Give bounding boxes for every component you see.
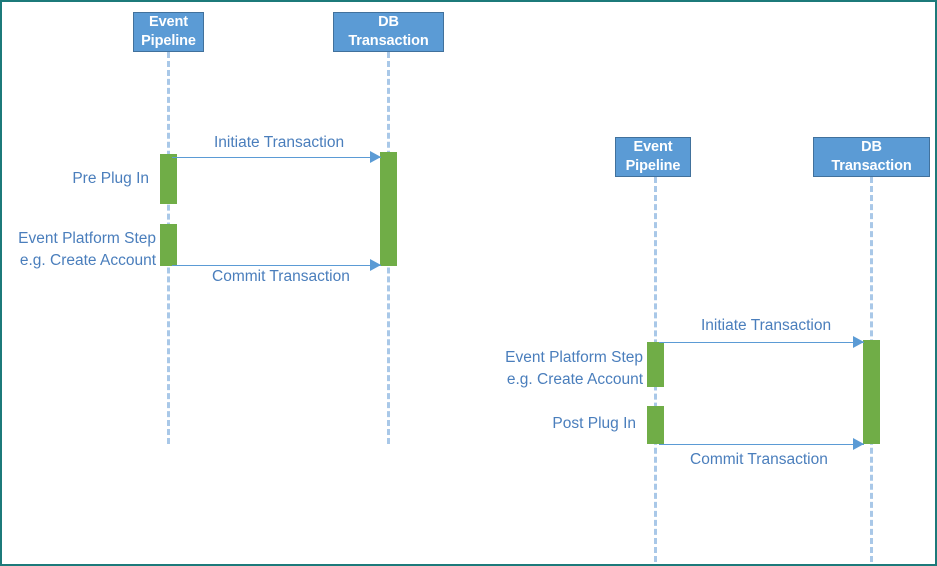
actor-label-line2: Transaction bbox=[348, 33, 429, 49]
activation-bar-pre-plug-in bbox=[160, 154, 177, 204]
message-arrowhead-initiate-transaction-1 bbox=[370, 151, 381, 163]
actor-label-line1: DB bbox=[861, 139, 882, 155]
activation-bar-event-platform-step-2 bbox=[647, 342, 664, 387]
actor-label-line2: Pipeline bbox=[625, 158, 681, 174]
actor-box-event-pipeline-1[interactable]: Event Pipeline bbox=[133, 12, 204, 52]
actor-box-event-pipeline-2[interactable]: Event Pipeline bbox=[615, 137, 691, 177]
activation-bar-post-plug-in bbox=[647, 406, 664, 444]
step-label-line2: e.g. Create Account bbox=[506, 371, 643, 388]
message-arrowhead-commit-transaction-2 bbox=[853, 438, 864, 450]
message-label-commit-transaction-2: Commit Transaction bbox=[690, 451, 828, 468]
message-label-initiate-transaction-1: Initiate Transaction bbox=[214, 134, 345, 151]
step-label-pre-plug-in: Pre Plug In bbox=[2, 168, 149, 190]
step-label-line1: Post Plug In bbox=[552, 415, 636, 432]
actor-label-line1: DB bbox=[378, 14, 399, 30]
activation-bar-event-platform-step-1 bbox=[160, 224, 177, 266]
actor-box-db-transaction-2[interactable]: DB Transaction bbox=[813, 137, 930, 177]
activation-bar-db-transaction-2 bbox=[863, 340, 880, 444]
step-label-line1: Event Platform Step bbox=[18, 230, 156, 247]
step-label-line1: Event Platform Step bbox=[505, 349, 643, 366]
actor-label-line2: Transaction bbox=[831, 158, 912, 174]
step-label-line2: e.g. Create Account bbox=[19, 252, 156, 269]
actor-label-line1: Event bbox=[149, 14, 188, 30]
step-label-event-platform-step-1: Event Platform Step e.g. Create Account bbox=[2, 228, 156, 272]
step-label-event-platform-step-2: Event Platform Step e.g. Create Account bbox=[482, 347, 643, 391]
message-line-commit-transaction-2 bbox=[659, 444, 864, 445]
message-line-commit-transaction-1 bbox=[172, 265, 381, 266]
actor-box-db-transaction-1[interactable]: DB Transaction bbox=[333, 12, 444, 52]
message-line-initiate-transaction-1 bbox=[172, 157, 381, 158]
actor-label-line2: Pipeline bbox=[141, 33, 196, 49]
activation-bar-db-transaction-1 bbox=[380, 152, 397, 266]
message-label-commit-transaction-1: Commit Transaction bbox=[212, 268, 350, 285]
message-label-initiate-transaction-2: Initiate Transaction bbox=[701, 317, 832, 334]
message-arrowhead-initiate-transaction-2 bbox=[853, 336, 864, 348]
step-label-post-plug-in: Post Plug In bbox=[482, 413, 636, 435]
step-label-line1: Pre Plug In bbox=[72, 170, 149, 187]
message-line-initiate-transaction-2 bbox=[659, 342, 864, 343]
actor-label-line1: Event bbox=[633, 139, 673, 155]
message-arrowhead-commit-transaction-1 bbox=[370, 259, 381, 271]
